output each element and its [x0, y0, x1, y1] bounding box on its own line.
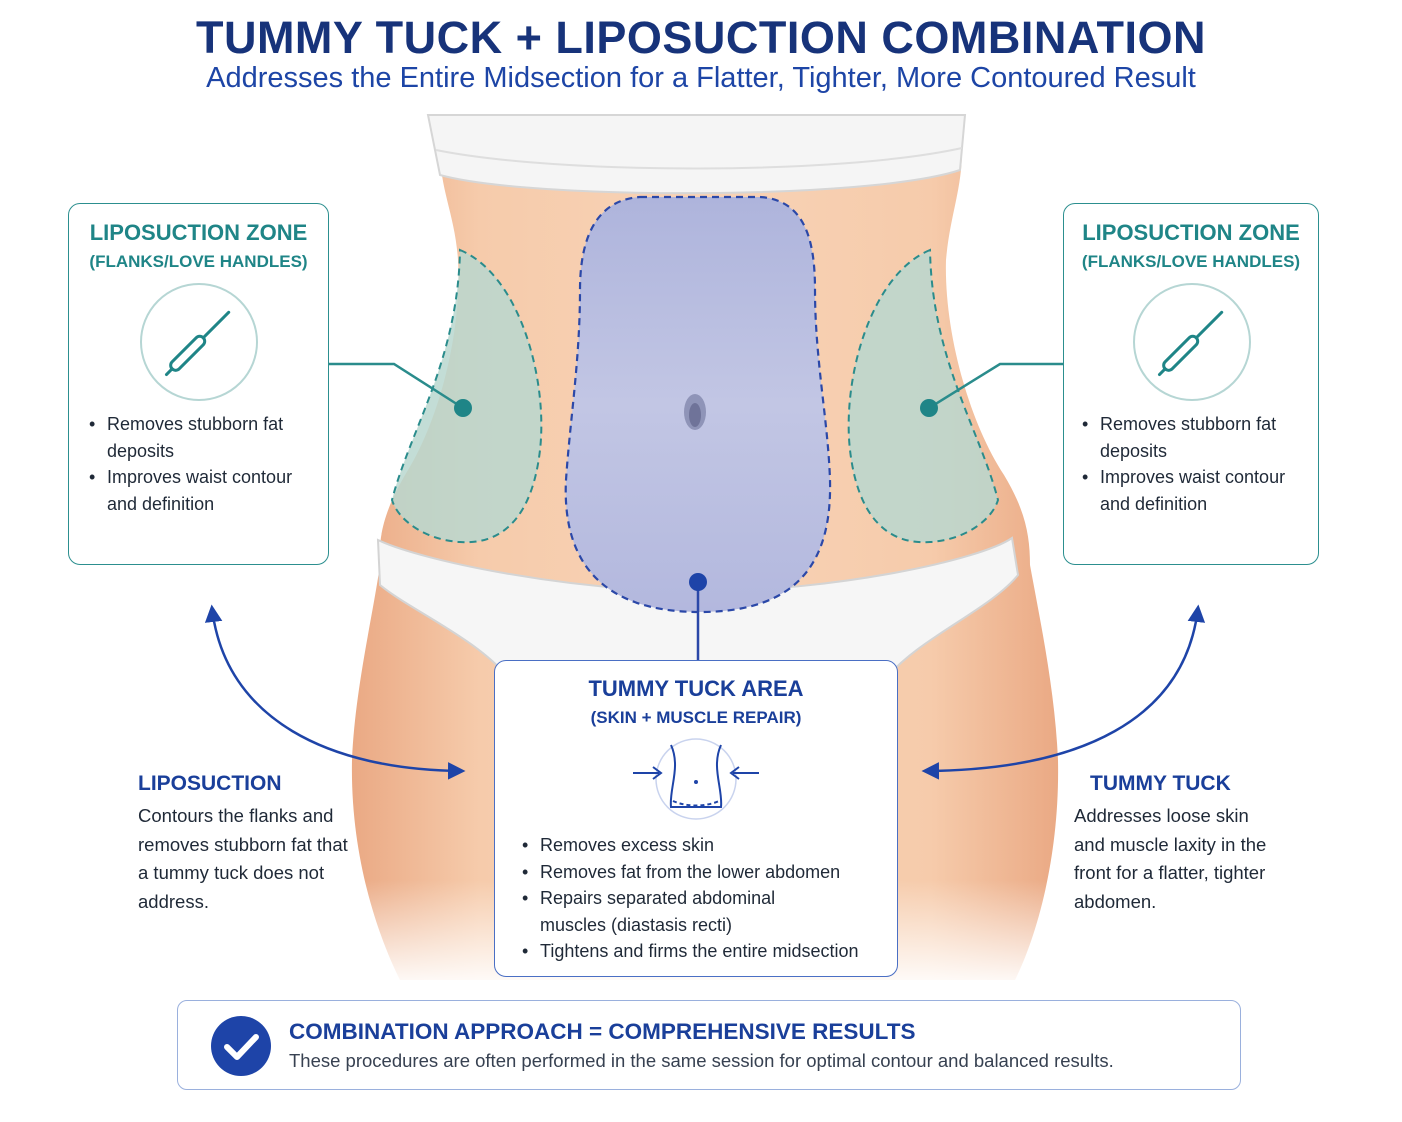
banner-title: COMBINATION APPROACH = COMPREHENSIVE RES…	[289, 1019, 916, 1044]
page-subtitle: Addresses the Entire Midsection for a Fl…	[206, 62, 1196, 94]
arrow-liposuction	[204, 604, 466, 780]
tummy-tuck-card-subtitle: (SKIN + MUSCLE REPAIR)	[590, 708, 802, 727]
liposuction-note-text: Contours the flanks and removes stubborn…	[138, 805, 348, 912]
liposuction-note-heading: LIPOSUCTION	[138, 772, 282, 795]
lipo-card-subtitle: (FLANKS/LOVE HANDLES)	[89, 252, 308, 271]
lipo-card-right: LIPOSUCTION ZONE (FLANKS/LOVE HANDLES) R…	[1063, 203, 1319, 565]
tummy-tuck-card-title: TUMMY TUCK AREA	[588, 676, 804, 701]
lipo-card-title: LIPOSUCTION ZONE	[89, 220, 308, 245]
top-garment	[426, 114, 967, 195]
cannula-icon	[1133, 283, 1251, 401]
top-garment-band	[435, 147, 963, 170]
tummy-tuck-bullet: Repairs separated abdominal muscles (dia…	[522, 885, 820, 938]
lipo-card-title: LIPOSUCTION ZONE	[1082, 220, 1300, 245]
connector-left	[328, 362, 464, 410]
tummy-tuck-bullet: Tightens and firms the entire midsection	[522, 938, 892, 965]
lipo-bullet: Removes stubborn fat deposits	[1082, 411, 1310, 464]
lipo-zone-right	[847, 248, 1000, 544]
arrow-tummy-tuck	[921, 604, 1206, 780]
lipo-bullet: Removes stubborn fat deposits	[89, 411, 319, 464]
connector-right	[928, 362, 1064, 410]
lipo-bullet: Improves waist contour and definition	[89, 464, 319, 517]
tummy-tuck-card: TUMMY TUCK AREA (SKIN + MUSCLE REPAIR) R…	[494, 660, 898, 977]
tummy-tuck-note: TUMMY TUCK Addresses loose skin and musc…	[1074, 772, 1279, 916]
tightened-waist-icon	[633, 738, 759, 820]
tummy-tuck-bullet: Removes fat from the lower abdomen	[522, 859, 892, 886]
tummy-tuck-note-text: Addresses loose skin and muscle laxity i…	[1074, 805, 1267, 912]
lipo-card-left: LIPOSUCTION ZONE (FLANKS/LOVE HANDLES) R…	[68, 203, 329, 565]
lipo-zone-left	[390, 248, 543, 544]
lipo-card-subtitle: (FLANKS/LOVE HANDLES)	[1081, 252, 1301, 271]
banner-text: These procedures are often performed in …	[289, 1050, 1114, 1071]
page-title: TUMMY TUCK + LIPOSUCTION COMBINATION	[195, 12, 1207, 63]
checkmark-icon	[211, 1016, 271, 1076]
tummy-tuck-note-heading: TUMMY TUCK	[1090, 772, 1231, 795]
tummy-tuck-bullet: Removes excess skin	[522, 832, 892, 859]
cannula-icon	[140, 283, 258, 401]
combination-banner: COMBINATION APPROACH = COMPREHENSIVE RES…	[177, 1000, 1241, 1090]
lipo-bullet: Improves waist contour and definition	[1082, 464, 1310, 517]
liposuction-note: LIPOSUCTION Contours the flanks and remo…	[138, 772, 353, 916]
